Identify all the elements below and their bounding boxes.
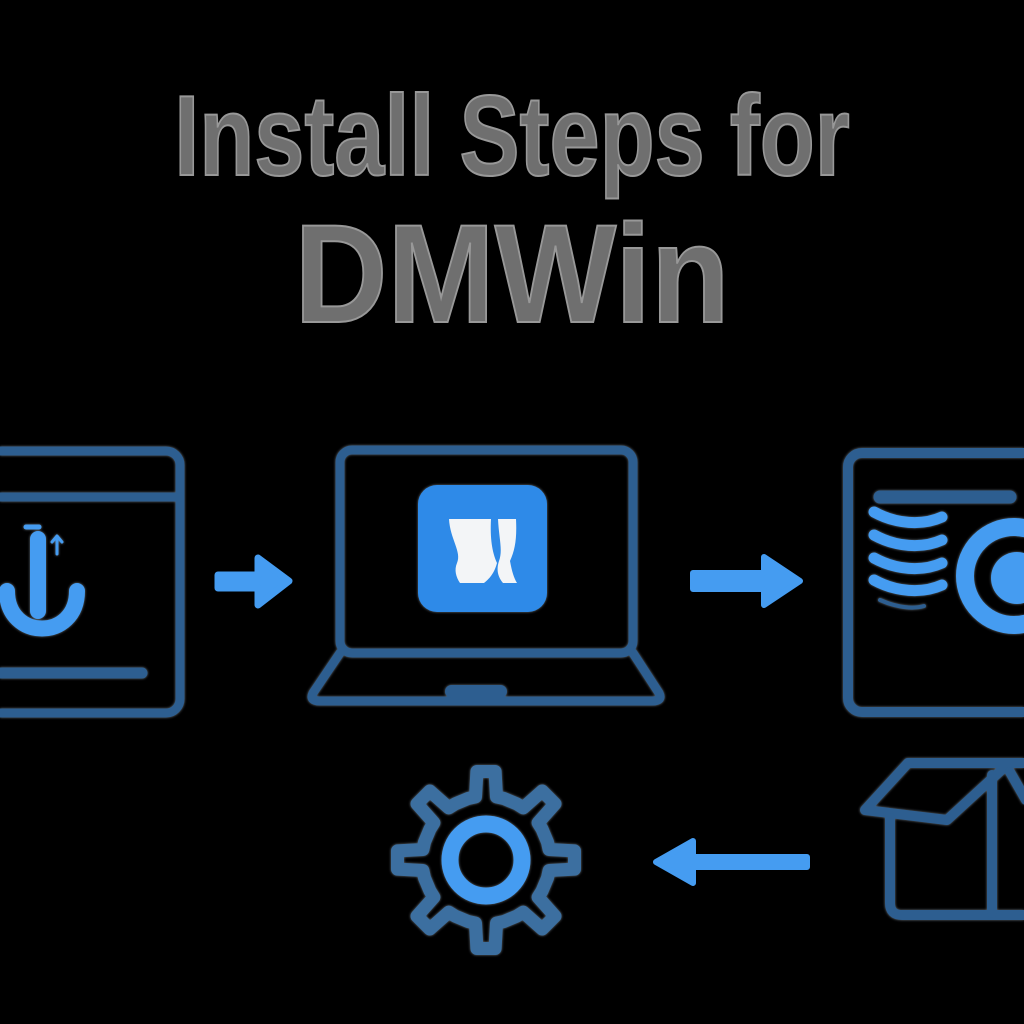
page-title-line-2: DMWin	[293, 195, 730, 352]
package-box-icon	[860, 758, 1024, 920]
app-logo-glyph	[449, 519, 517, 583]
record-circle-glyph	[956, 518, 1024, 634]
arrow-right-icon	[690, 554, 803, 608]
page-title-line-1: Install Steps for	[173, 73, 850, 200]
laptop-screen-frame	[335, 445, 638, 658]
arrow-left-icon	[653, 838, 810, 886]
download-arrow-glyph	[0, 524, 85, 637]
scan-window-frame	[843, 448, 1024, 717]
box-right-flap	[1005, 767, 1024, 805]
app-icon	[418, 485, 547, 612]
browser-window-frame	[0, 446, 185, 718]
laptop-base-notch	[445, 685, 507, 698]
gear-settings-icon	[391, 765, 581, 955]
download-window-icon	[0, 446, 185, 718]
scan-waves-glyph	[868, 506, 948, 610]
arrow-right-icon	[214, 554, 293, 609]
scan-window-icon	[843, 448, 1024, 717]
box-lid	[860, 758, 1024, 825]
box-body	[885, 813, 1024, 920]
gear-outline	[391, 765, 581, 955]
gear-hub-ring	[441, 815, 531, 905]
laptop-base	[307, 648, 665, 706]
laptop-app-icon	[307, 445, 665, 706]
